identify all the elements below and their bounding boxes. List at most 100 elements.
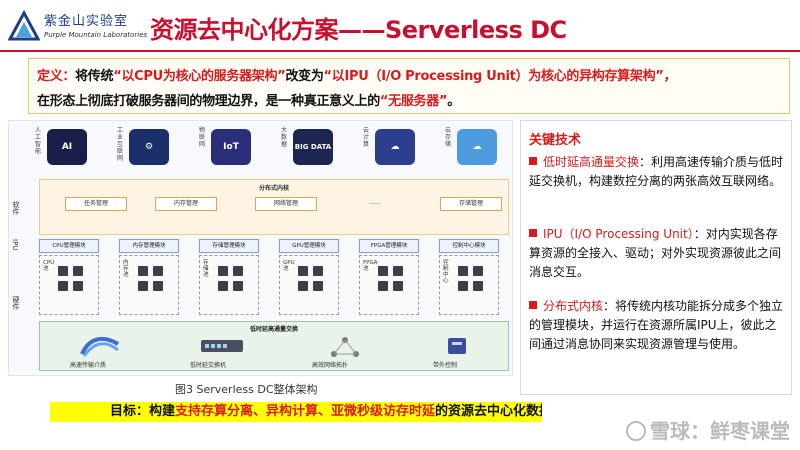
network-layer-title: 低时延高通量交换 xyxy=(249,326,298,333)
software-module: 存储管理 xyxy=(440,197,502,211)
goal-banner: 目标：构建支持存算分离、异构计算、亚微秒级访存时延的资源去中心化数据中心 xyxy=(50,402,542,422)
ipu-module: 存储管理模块 xyxy=(199,239,259,253)
lab-logo: 紫金山实验室 Purple Mountain Laboratories xyxy=(6,4,147,48)
ipu-module: FPGA管理模块 xyxy=(359,239,419,253)
hardware-pool-label: 控制中心 xyxy=(443,260,449,284)
watermark-text: 雪球：鲜枣课堂 xyxy=(650,419,790,443)
chip-icon xyxy=(458,266,468,276)
app-icon: AI xyxy=(47,129,87,165)
app-icon: IoT xyxy=(211,129,251,165)
title-divider xyxy=(0,50,800,52)
app-label: 大数据 xyxy=(281,127,288,148)
software-module: 任务管理 xyxy=(65,197,127,211)
tech-item-switching: 低时延高通量交换：利用高速传输介质与低时延交换机，构建数控分离的两张高效互联网络… xyxy=(529,153,787,191)
hardware-pool: CPU池 xyxy=(39,255,99,315)
chip-icon xyxy=(298,266,308,276)
chip-icon xyxy=(378,281,388,291)
chip-icon xyxy=(218,266,228,276)
chip-icon xyxy=(458,281,468,291)
goal-suffix: 的资源去中心化数据中心 xyxy=(435,404,542,419)
control-device-icon xyxy=(448,338,466,354)
ipu-module: GPU管理模块 xyxy=(279,239,339,253)
key-tech-panel: 关键技术 低时延高通量交换：利用高速传输介质与低时延交换机，构建数控分离的两张高… xyxy=(520,120,792,395)
bullet-icon xyxy=(529,301,537,309)
definition-text: 在形态上彻底打破服务器间的物理边界，是一种真正意义上的 xyxy=(37,94,380,109)
ipu-module-row: CPU管理模块 内存管理模块 存储管理模块 GPU管理模块 FPGA管理模块 控制中心模块 xyxy=(39,239,509,253)
goal-highlight: 支持存算分离、异构计算、亚微秒级访存时延 xyxy=(175,404,436,419)
bullet-icon xyxy=(529,229,537,237)
tech-item-head: 低时延高通量交换 xyxy=(543,155,640,169)
bullet-icon xyxy=(529,157,537,165)
side-label-ipu: IPU xyxy=(11,239,19,251)
app-label: 云计算 xyxy=(363,127,370,148)
app-icon: ☁ xyxy=(375,129,415,165)
hardware-pool: GPU池 xyxy=(279,255,339,315)
hardware-pool: 内存池 xyxy=(119,255,179,315)
software-module: …… xyxy=(369,199,381,206)
definition-line-2: 在形态上彻底打破服务器间的物理边界，是一种真正意义上的“无服务器”。 xyxy=(37,90,460,109)
tech-item-kernel: 分布式内核：将传统内核功能拆分成多个独立的管理模块，并运行在资源所属IPU上，彼… xyxy=(529,297,787,354)
watermark: 雪球：鲜枣课堂 xyxy=(626,415,790,444)
chip-icon xyxy=(73,281,83,291)
definition-text: 将传统 xyxy=(75,69,114,84)
software-module: 内存管理 xyxy=(155,197,217,211)
logo-name-en: Purple Mountain Laboratories xyxy=(44,31,148,39)
chip-icon xyxy=(473,281,483,291)
chip-icon xyxy=(153,281,163,291)
hardware-pool-label: 内存池 xyxy=(123,260,129,278)
network-component-label: 高效网络拓扑 xyxy=(312,362,349,369)
chip-icon xyxy=(138,281,148,291)
chip-icon xyxy=(393,266,403,276)
logo-name-cn: 紫金山实验室 xyxy=(44,14,129,29)
mountain-logo-icon xyxy=(8,10,40,41)
hardware-pool-label: GPU池 xyxy=(283,260,295,272)
hardware-pool: 存储池 xyxy=(199,255,259,315)
definition-line-1: 定义：将传统“以CPU为核心的服务器架构”改变为“以IPU（I/O Proces… xyxy=(37,65,677,84)
definition-quote-cpu: “以CPU为核心的服务器架构” xyxy=(113,69,286,84)
chip-icon xyxy=(233,281,243,291)
tech-item-ipu: IPU（I/O Processing Unit）：对内实现各存算资源的全接入、驱… xyxy=(529,225,787,282)
tech-item-body: ：将传统内核功能拆分成多个独立的管理模块，并运行在资源所属IPU上，彼此之间通过… xyxy=(529,299,784,351)
ipu-module: 控制中心模块 xyxy=(439,239,499,253)
chip-icon xyxy=(58,266,68,276)
app-icon: ☁ xyxy=(457,129,497,165)
tech-item-head: 分布式内核 xyxy=(543,299,604,313)
tech-item-body: ：对内实现各存算资源的全接入、驱动；对外实现资源彼此之间消息交互。 xyxy=(529,227,782,279)
optical-fiber-icon xyxy=(80,336,120,357)
hardware-pool: 控制中心 xyxy=(439,255,499,315)
ipu-module: CPU管理模块 xyxy=(39,239,99,253)
snowball-icon xyxy=(626,421,646,441)
definition-text: 改变为 xyxy=(285,69,324,84)
definition-quote-serverless: “无服务器” xyxy=(379,94,448,109)
chip-icon xyxy=(313,266,323,276)
chip-icon xyxy=(313,281,323,291)
app-label: 人工智能 xyxy=(35,127,42,155)
key-tech-title: 关键技术 xyxy=(529,133,582,148)
chip-icon xyxy=(233,266,243,276)
side-label-hardware: 硬件 xyxy=(12,296,20,310)
chip-icon xyxy=(218,281,228,291)
switch-icon xyxy=(201,340,243,352)
side-label-software: 软件 xyxy=(12,201,20,215)
app-icon: BIG DATA xyxy=(293,129,333,165)
network-component-label: 带外控制 xyxy=(433,362,458,369)
app-icon: ⚙ xyxy=(129,129,169,165)
chip-icon xyxy=(473,266,483,276)
chip-icon xyxy=(298,281,308,291)
chip-icon xyxy=(378,266,388,276)
app-label: 工业互联网 xyxy=(117,127,124,162)
hardware-pool-label: FPGA池 xyxy=(363,260,378,272)
chip-icon xyxy=(138,266,148,276)
ipu-module: 内存管理模块 xyxy=(119,239,179,253)
chip-icon xyxy=(393,281,403,291)
network-layer: 低时延高通量交换 高速传输介质低时延交换机高效网络拓扑带外控制 xyxy=(39,321,509,371)
app-label: 云存储 xyxy=(445,127,452,148)
chip-icon xyxy=(58,281,68,291)
definition-text: 。 xyxy=(447,94,460,109)
network-topology-icon xyxy=(331,337,359,357)
chip-icon xyxy=(153,266,163,276)
software-module: 网络管理 xyxy=(255,197,317,211)
hardware-pool-label: 存储池 xyxy=(203,260,209,278)
goal-prefix: 目标：构建 xyxy=(110,404,176,419)
